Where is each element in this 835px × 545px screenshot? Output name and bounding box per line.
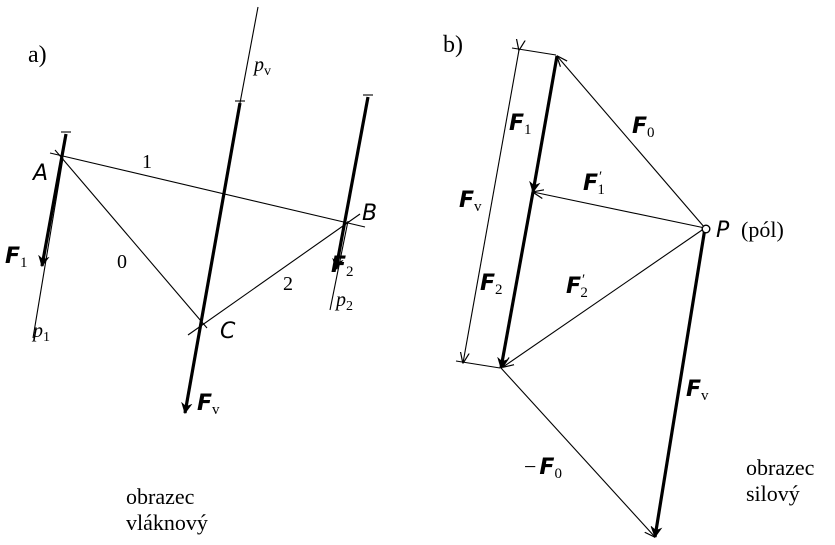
ray-2: [187, 213, 361, 336]
force-f1-arrow: [38, 133, 68, 268]
panel-b-caption-line1: obrazec: [746, 455, 815, 480]
resultant-fv-label: Fv: [197, 391, 220, 418]
point-c-label: C: [220, 319, 236, 344]
ray-2-label: 2: [283, 273, 293, 295]
line-of-action-p1: [32, 157, 64, 339]
force-polygon-f1-label: F1: [509, 111, 532, 138]
force-polygon-f2-label: F2: [480, 271, 503, 298]
resultant-fv-arrow: [181, 102, 242, 415]
force-polygon-f1-arrow: [529, 55, 559, 194]
ray-minus-f0: [500, 367, 655, 537]
point-b-label: B: [362, 201, 377, 226]
ray-f0: [557, 56, 706, 229]
pole-point-marker: [701, 224, 711, 234]
force-f0-label: F0: [632, 114, 655, 141]
ray-0: [54, 149, 208, 329]
ray-1: [49, 152, 366, 228]
fv-dimension-bottom-tick: [455, 360, 501, 369]
panel-b-label: b): [443, 32, 463, 58]
fv-dimension-line: [463, 50, 519, 363]
funicular-polygon-panel: a) A B C 1 0 2 F1 F2 Fv p1 p2 pv: [5, 6, 377, 535]
ray-1-label: 1: [142, 151, 152, 173]
force-polygon-fv-arrow: [650, 227, 707, 539]
force-f1-prime-label: F′1: [583, 169, 605, 198]
line-of-action-pv: [239, 6, 259, 104]
line-p1-label: p1: [31, 320, 50, 345]
ray-0-label: 0: [117, 251, 127, 273]
pole-text-label: (pól): [741, 217, 784, 242]
panel-a-caption-line1: obrazec: [126, 484, 195, 509]
point-a-label: A: [31, 161, 48, 186]
force-polygon-fv-label: Fv: [686, 377, 709, 404]
force-minus-f0-label: −F0: [524, 454, 562, 482]
panel-a-caption-line2: vláknový: [126, 510, 208, 535]
line-pv-label: pv: [252, 54, 271, 79]
panel-a-label: a): [28, 42, 47, 68]
line-p2-label: p2: [334, 289, 353, 314]
pole-p-label: P: [716, 218, 730, 243]
panel-b-caption-line2: silový: [746, 481, 800, 506]
ray-f2-prime: [503, 227, 706, 367]
force-f2-label: F2: [331, 253, 354, 280]
force-f2-prime-label: F′2: [566, 272, 588, 301]
force-fv-dimension-label: Fv: [459, 188, 482, 215]
force-polygon-panel: b) P (pól) F0 F1 F′1 Fv F2 F′2 Fv −F0 ob…: [443, 32, 815, 537]
force-f2-arrow: [332, 96, 370, 271]
force-polygon-f2-arrow: [497, 191, 535, 370]
ray-f1-prime: [533, 192, 706, 229]
force-f1-label: F1: [5, 244, 28, 271]
